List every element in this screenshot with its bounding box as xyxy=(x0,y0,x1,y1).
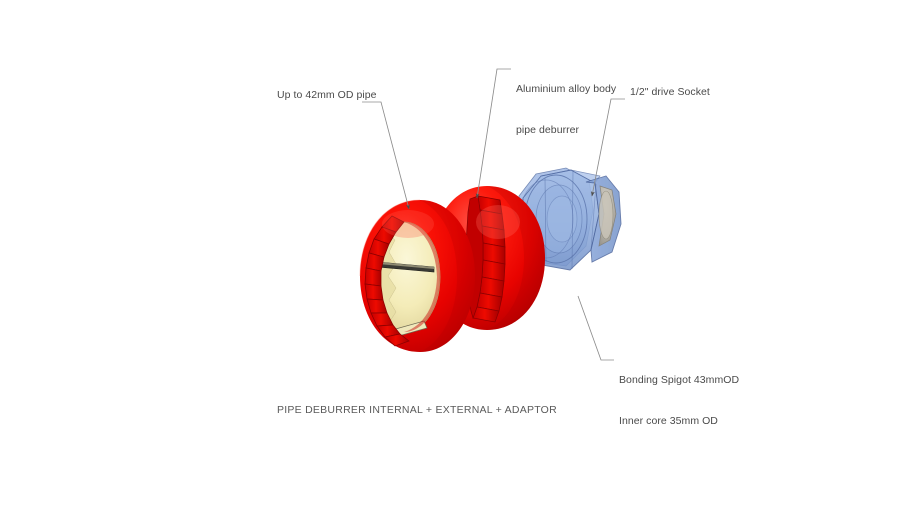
annotation-bonding-spigot: Bonding Spigot 43mmOD Inner core 35mm OD xyxy=(619,347,739,455)
leader-drive-socket xyxy=(590,98,625,197)
annotation-bonding-spigot-line1: Bonding Spigot 43mmOD xyxy=(619,374,740,386)
annotation-bonding-spigot-line2: Inner core 35mm OD xyxy=(619,414,718,427)
drawing-caption: PIPE DEBURRER INTERNAL + EXTERNAL + ADAP… xyxy=(277,404,557,416)
leader-bonding-spigot xyxy=(577,295,614,361)
knurl-rim-left xyxy=(364,215,410,347)
annotation-alloy-body: Aluminium alloy body pipe deburrer xyxy=(516,56,616,164)
annotation-pipe-od: Up to 42mm OD pipe xyxy=(277,89,377,101)
annotation-alloy-body-line2: pipe deburrer xyxy=(516,123,580,136)
external-deburrer-cup xyxy=(359,199,475,352)
leader-pipe-od xyxy=(362,101,410,210)
annotation-drive-socket: 1/2" drive Socket xyxy=(630,86,710,98)
knurl-band-right xyxy=(472,195,506,323)
leader-lines xyxy=(362,68,625,361)
leader-alloy-body xyxy=(475,68,511,199)
annotation-alloy-body-line1: Aluminium alloy body xyxy=(516,83,617,95)
